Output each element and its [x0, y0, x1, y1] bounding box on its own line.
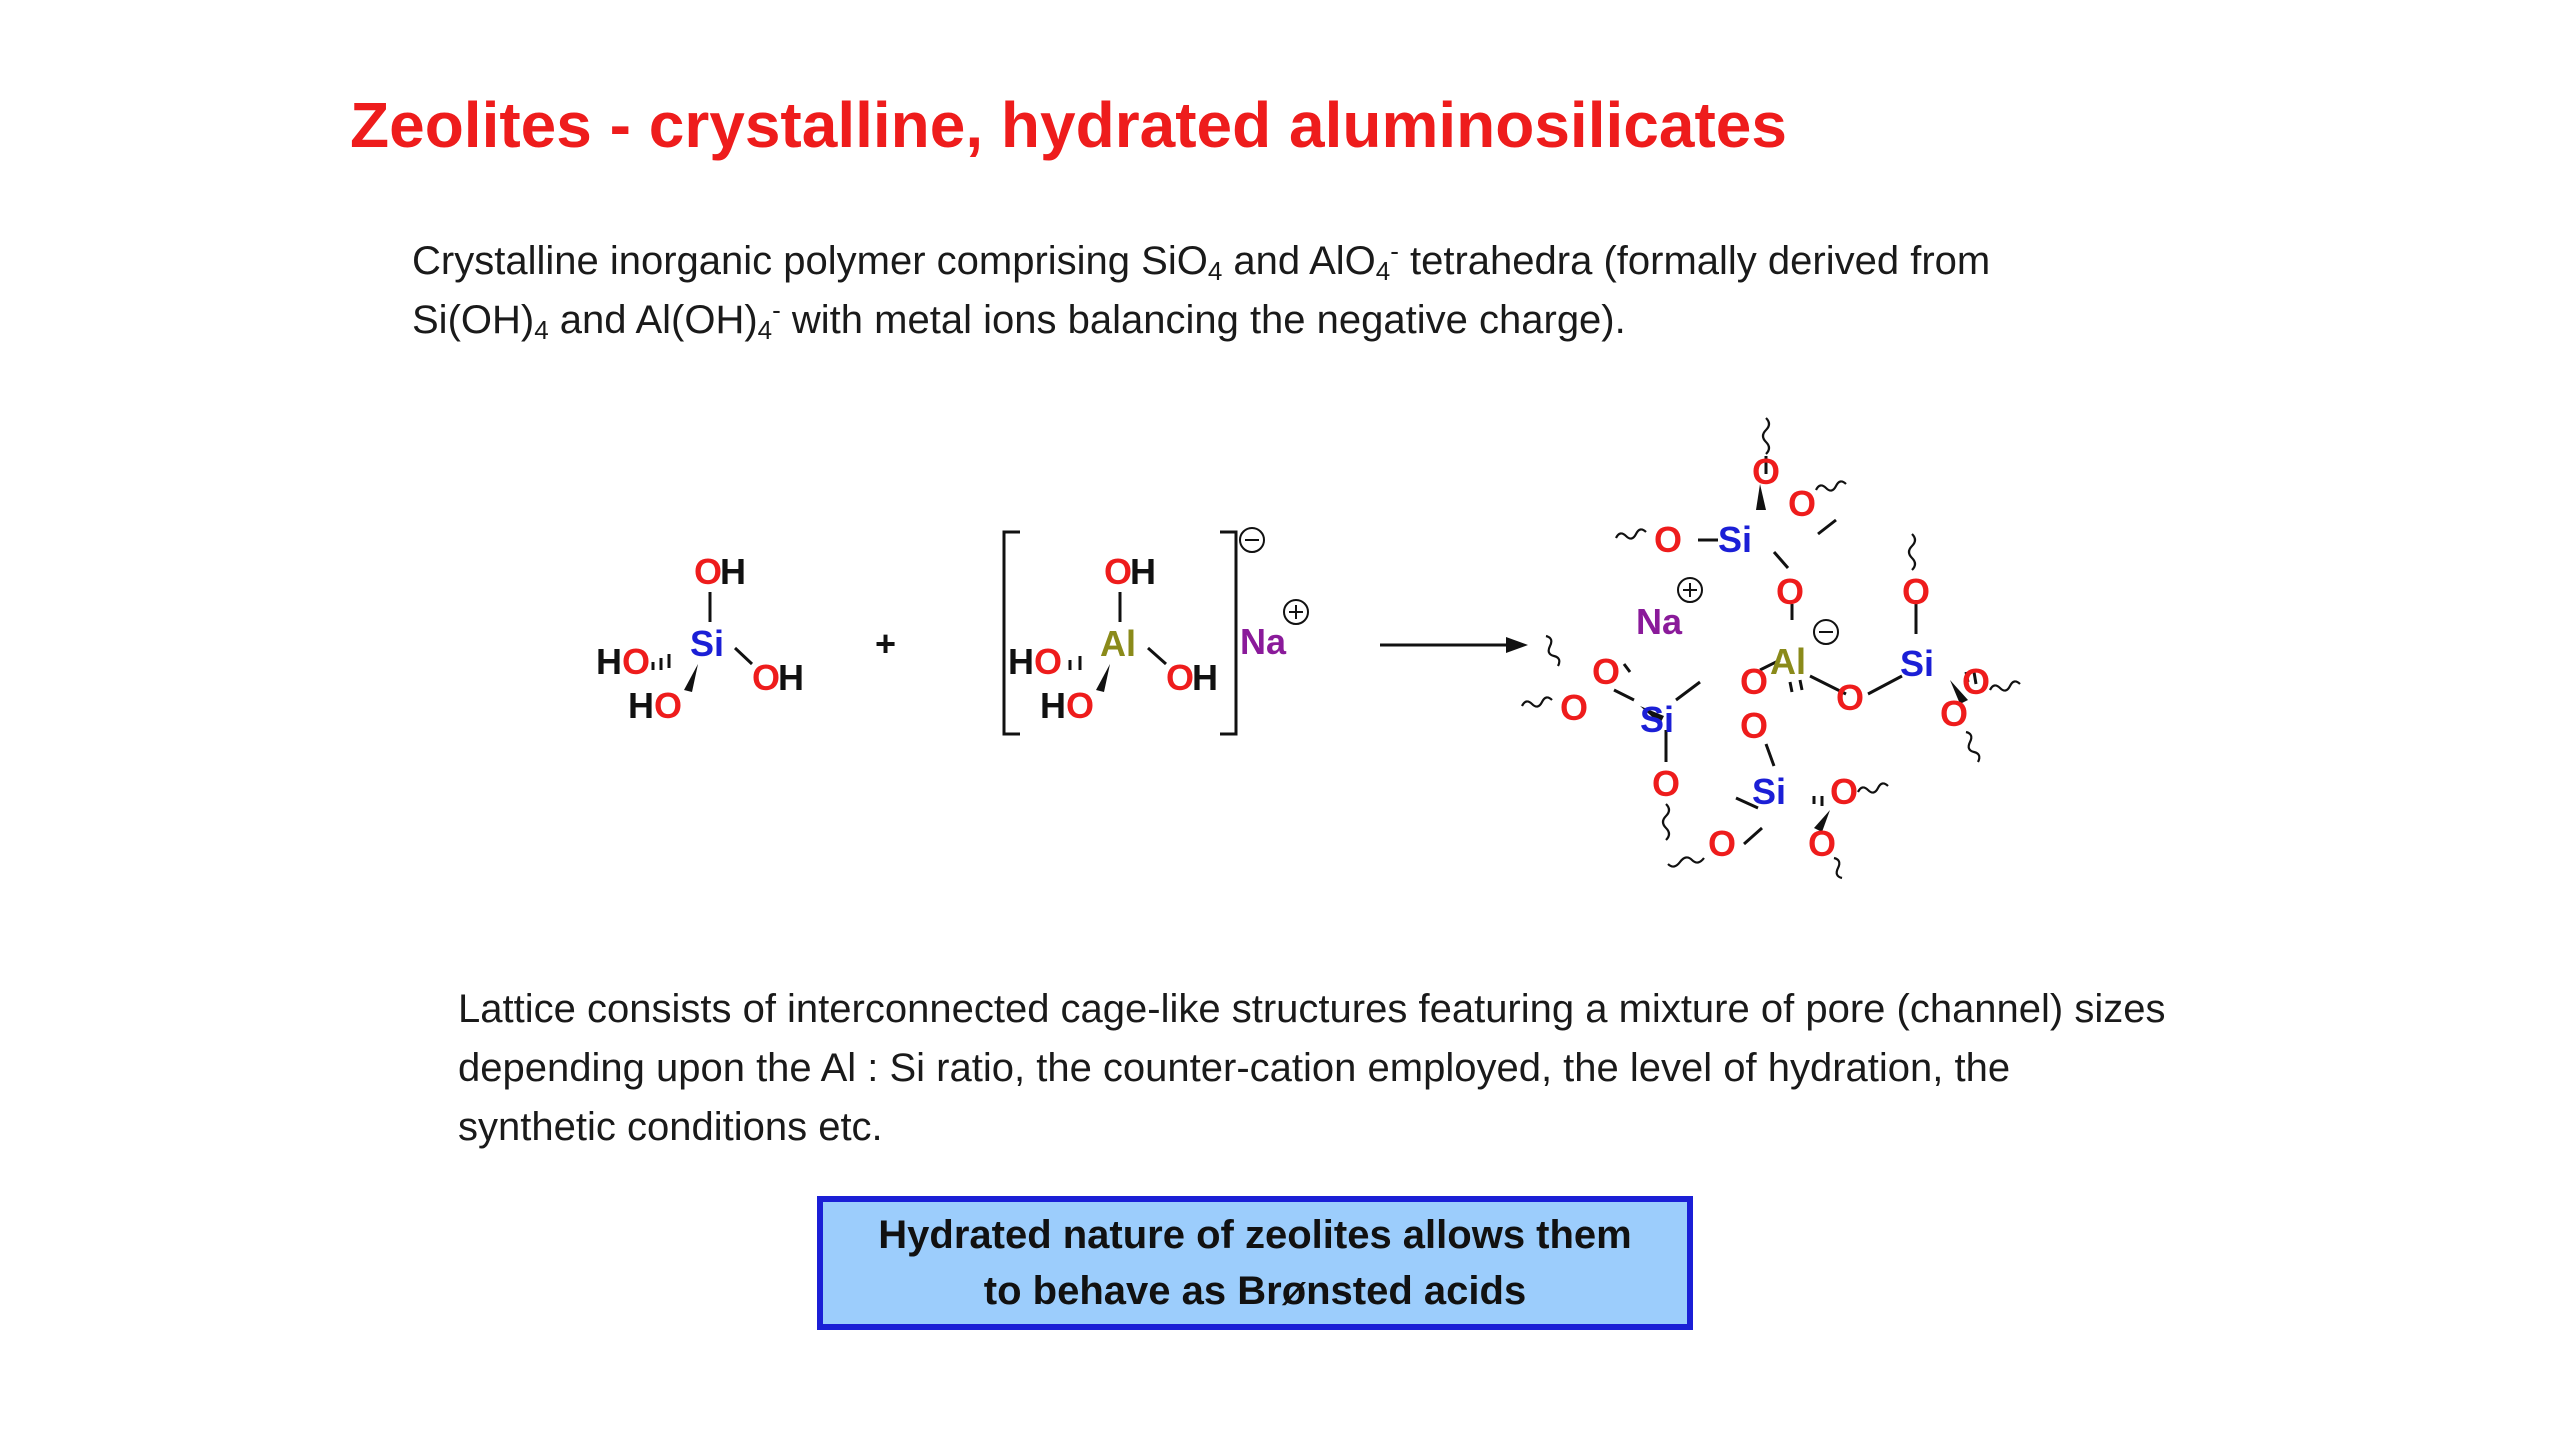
minus-charge-icon [1813, 619, 1839, 645]
plus-charge-icon [1677, 577, 1703, 603]
plus-charge-icon [1283, 599, 1309, 625]
svg-text:O: O [1776, 571, 1804, 612]
bronsted-acid-callout: Hydrated nature of zeolites allows them … [817, 1196, 1693, 1330]
callout-line-2: to behave as Brønsted acids [983, 1269, 1527, 1313]
zeolite-framework: O O O Si O Na Al O O O Si O O O Si O O O… [1521, 417, 2021, 880]
svg-text:O: O [752, 657, 780, 698]
svg-text:O: O [1066, 685, 1094, 726]
callout-line-1: Hydrated nature of zeolites allows them [878, 1213, 1632, 1257]
svg-text:O: O [1752, 451, 1780, 492]
svg-text:Al: Al [1100, 623, 1136, 664]
svg-text:O: O [1962, 661, 1990, 702]
svg-text:Si: Si [1900, 643, 1934, 684]
svg-text:O: O [1652, 763, 1680, 804]
svg-text:O: O [1034, 641, 1062, 682]
svg-text:O: O [1166, 657, 1194, 698]
svg-text:Si: Si [1752, 771, 1786, 812]
lattice-paragraph: Lattice consists of interconnected cage-… [458, 987, 2166, 1149]
svg-text:H: H [628, 685, 654, 726]
plus-sign: + [875, 623, 896, 664]
svg-text:O: O [1560, 687, 1588, 728]
svg-text:H: H [1130, 551, 1156, 592]
reaction-arrow [1380, 637, 1528, 653]
svg-text:O: O [1740, 661, 1768, 702]
svg-text:O: O [1654, 519, 1682, 560]
aluminate-complex: O H Al H O O H H O Na [1002, 527, 1309, 736]
svg-text:O: O [1836, 677, 1864, 718]
svg-text:H: H [1040, 685, 1066, 726]
svg-text:H: H [1008, 641, 1034, 682]
svg-text:H: H [720, 551, 746, 592]
svg-text:H: H [596, 641, 622, 682]
svg-text:O: O [694, 551, 722, 592]
svg-text:H: H [778, 657, 804, 698]
svg-text:O: O [1788, 483, 1816, 524]
svg-text:O: O [654, 685, 682, 726]
svg-text:O: O [1740, 705, 1768, 746]
svg-text:O: O [622, 641, 650, 682]
svg-text:O: O [1708, 823, 1736, 864]
intro-paragraph: Crystalline inorganic polymer comprising… [412, 236, 1991, 345]
svg-text:O: O [1104, 551, 1132, 592]
minus-charge-icon [1239, 527, 1265, 553]
svg-text:H: H [1192, 657, 1218, 698]
svg-text:Si: Si [1640, 699, 1674, 740]
svg-text:Na: Na [1240, 621, 1287, 662]
svg-text:O: O [1902, 571, 1930, 612]
slide-title: Zeolites - crystalline, hydrated alumino… [350, 89, 1787, 161]
svg-text:O: O [1940, 693, 1968, 734]
svg-text:Al: Al [1770, 641, 1806, 682]
svg-text:Si: Si [690, 623, 724, 664]
svg-text:O: O [1830, 771, 1858, 812]
svg-text:Si: Si [1718, 519, 1752, 560]
svg-text:Na: Na [1636, 601, 1683, 642]
framework-continuation-bonds [1521, 417, 2021, 880]
silicic-acid-molecule: O H Si H O O H H O [596, 551, 804, 726]
svg-text:O: O [1808, 823, 1836, 864]
svg-text:O: O [1592, 651, 1620, 692]
